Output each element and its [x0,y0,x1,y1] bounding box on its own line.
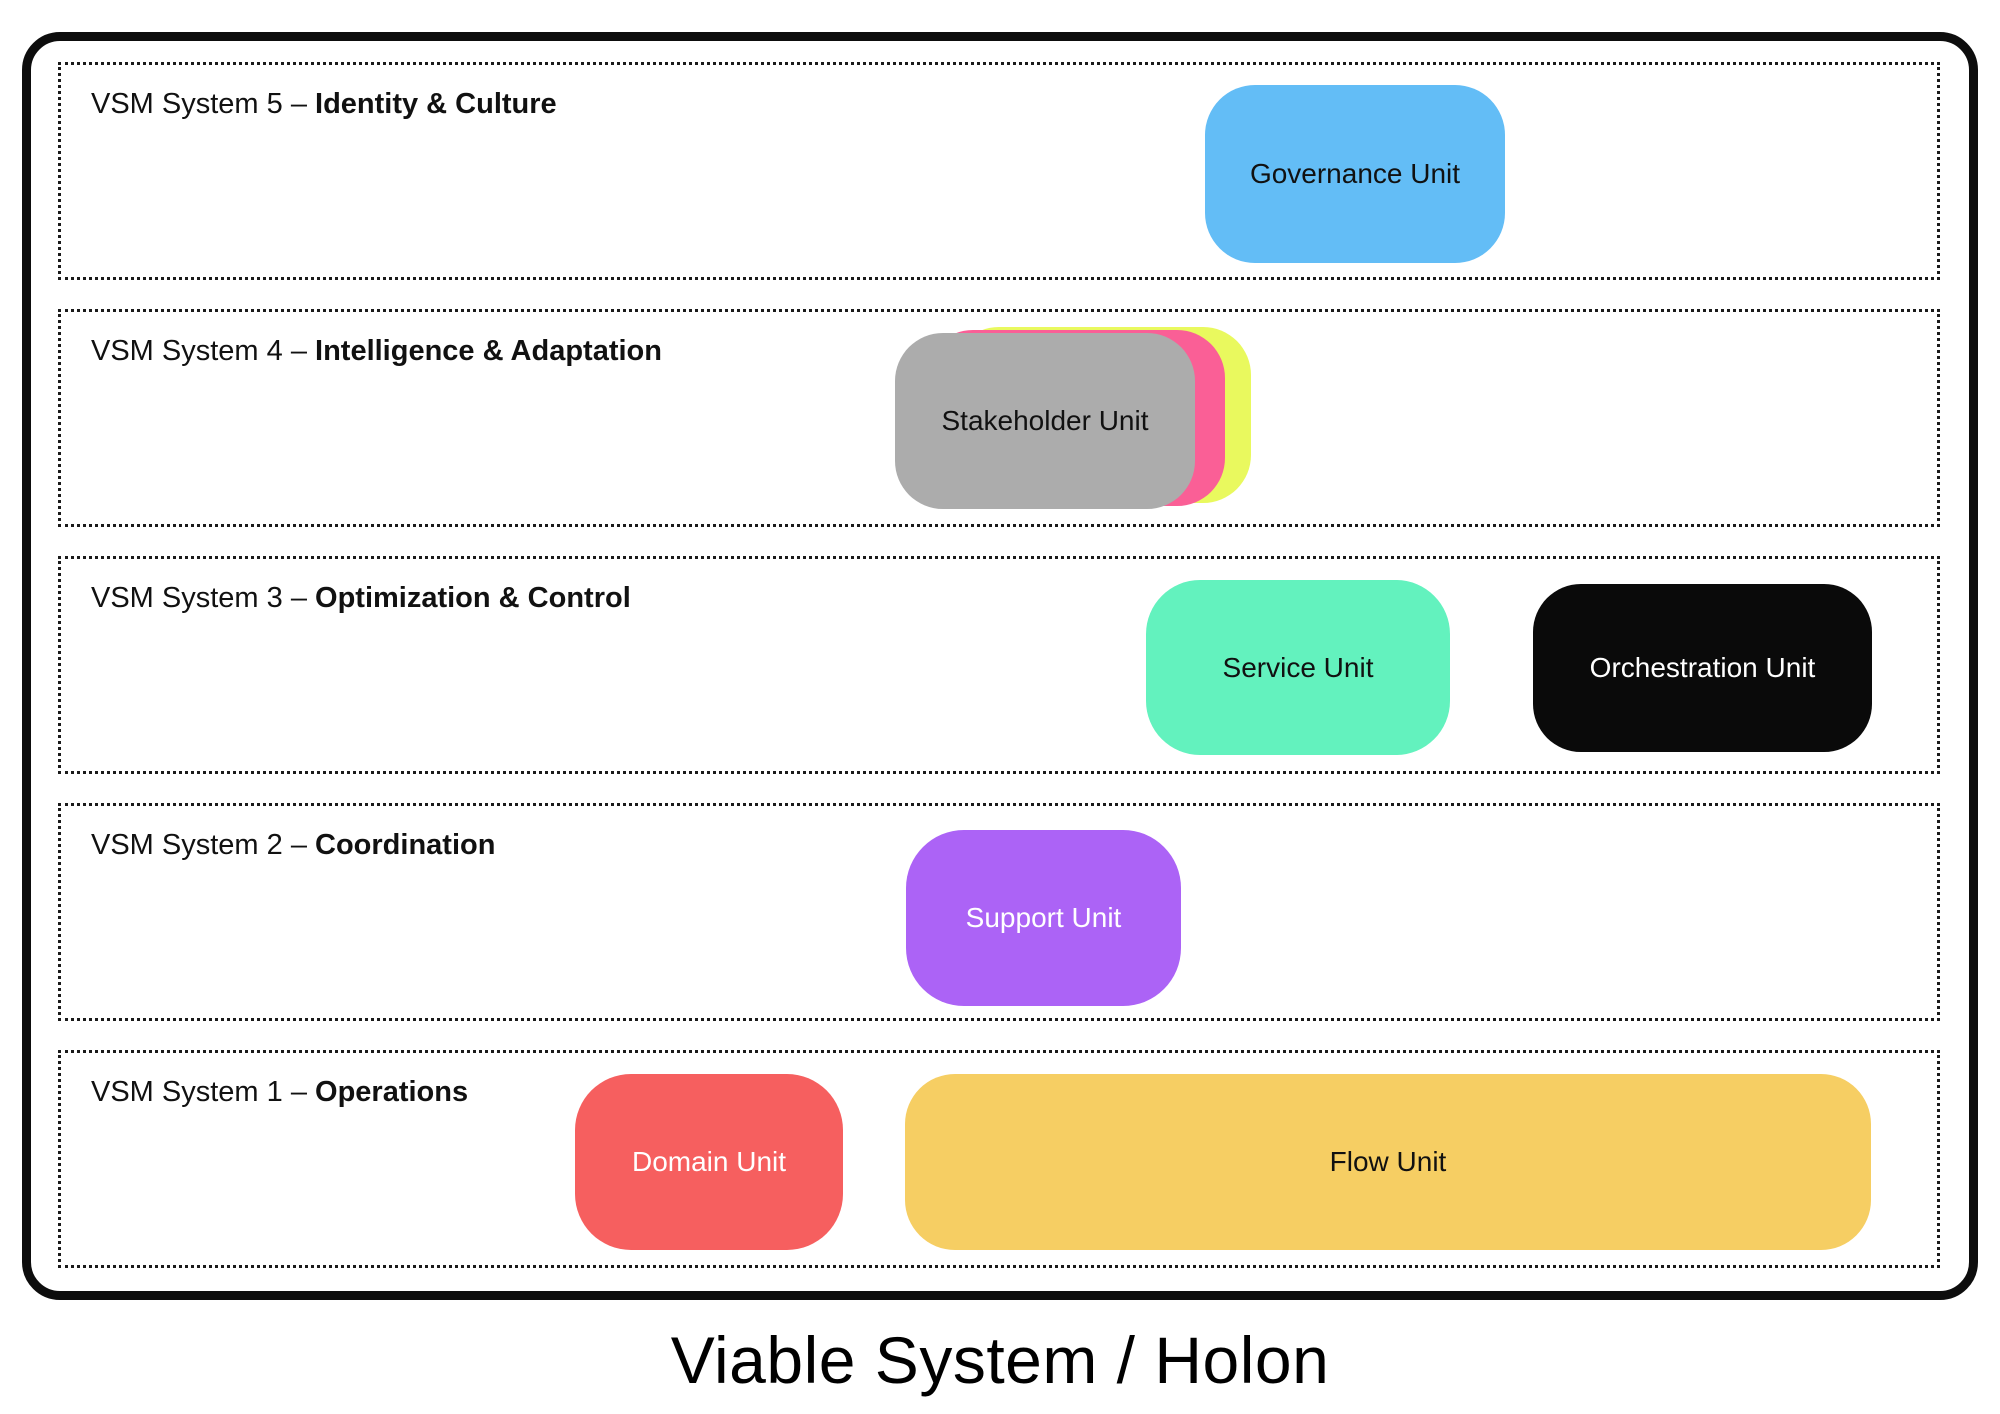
service-unit-node: Service Unit [1146,580,1450,755]
support-unit-label: Support Unit [965,902,1122,933]
band-vsm-system-1: VSM System 1 – Operations Domain Unit Fl… [58,1050,1940,1268]
band-vsm-system-4: VSM System 4 – Intelligence & Adaptation… [58,309,1940,527]
service-unit-label: Service Unit [1222,651,1374,683]
band-label-emphasis: Operations [315,1076,469,1108]
band-vsm-system-5: VSM System 5 – Identity & Culture Govern… [58,62,1940,280]
stakeholder-unit-label: Stakeholder Unit [941,405,1149,436]
orchestration-unit-label: Orchestration Unit [1589,652,1816,683]
domain-unit-label: Domain Unit [631,1146,787,1177]
band-header-vsm-system-5: VSM System 5 – Identity & Culture [91,87,557,121]
stakeholder-unit-node: Stakeholder Unit [895,333,1195,509]
band-label-prefix: VSM System 4 – [91,335,316,367]
band-label-prefix: VSM System 3 – [91,582,316,614]
band-vsm-system-2: VSM System 2 – Coordination Support Unit [58,803,1940,1021]
band-vsm-system-3: VSM System 3 – Optimization & Control Se… [58,556,1940,774]
band-label-emphasis: Intelligence & Adaptation [315,335,662,367]
band-label-emphasis: Coordination [315,829,496,861]
orchestration-unit-node: Orchestration Unit [1533,584,1872,752]
flow-unit-node: Flow Unit [905,1074,1871,1250]
viable-system-frame: VSM System 5 – Identity & Culture Govern… [22,32,1978,1300]
band-header-vsm-system-3: VSM System 3 – Optimization & Control [91,581,631,615]
band-header-vsm-system-2: VSM System 2 – Coordination [91,828,495,862]
domain-unit-node: Domain Unit [575,1074,843,1250]
band-label-emphasis: Optimization & Control [315,582,631,614]
support-unit-node: Support Unit [906,830,1181,1006]
band-label-emphasis: Identity & Culture [315,88,557,120]
governance-unit-node: Governance Unit [1205,85,1505,263]
band-label-prefix: VSM System 1 – [91,1076,316,1108]
band-header-vsm-system-4: VSM System 4 – Intelligence & Adaptation [91,334,662,368]
band-label-prefix: VSM System 2 – [91,829,316,861]
band-label-prefix: VSM System 5 – [91,88,316,120]
flow-unit-label: Flow Unit [1329,1146,1447,1177]
governance-unit-label: Governance Unit [1249,158,1461,189]
band-header-vsm-system-1: VSM System 1 – Operations [91,1075,468,1109]
diagram-title: Viable System / Holon [670,1323,1330,1397]
